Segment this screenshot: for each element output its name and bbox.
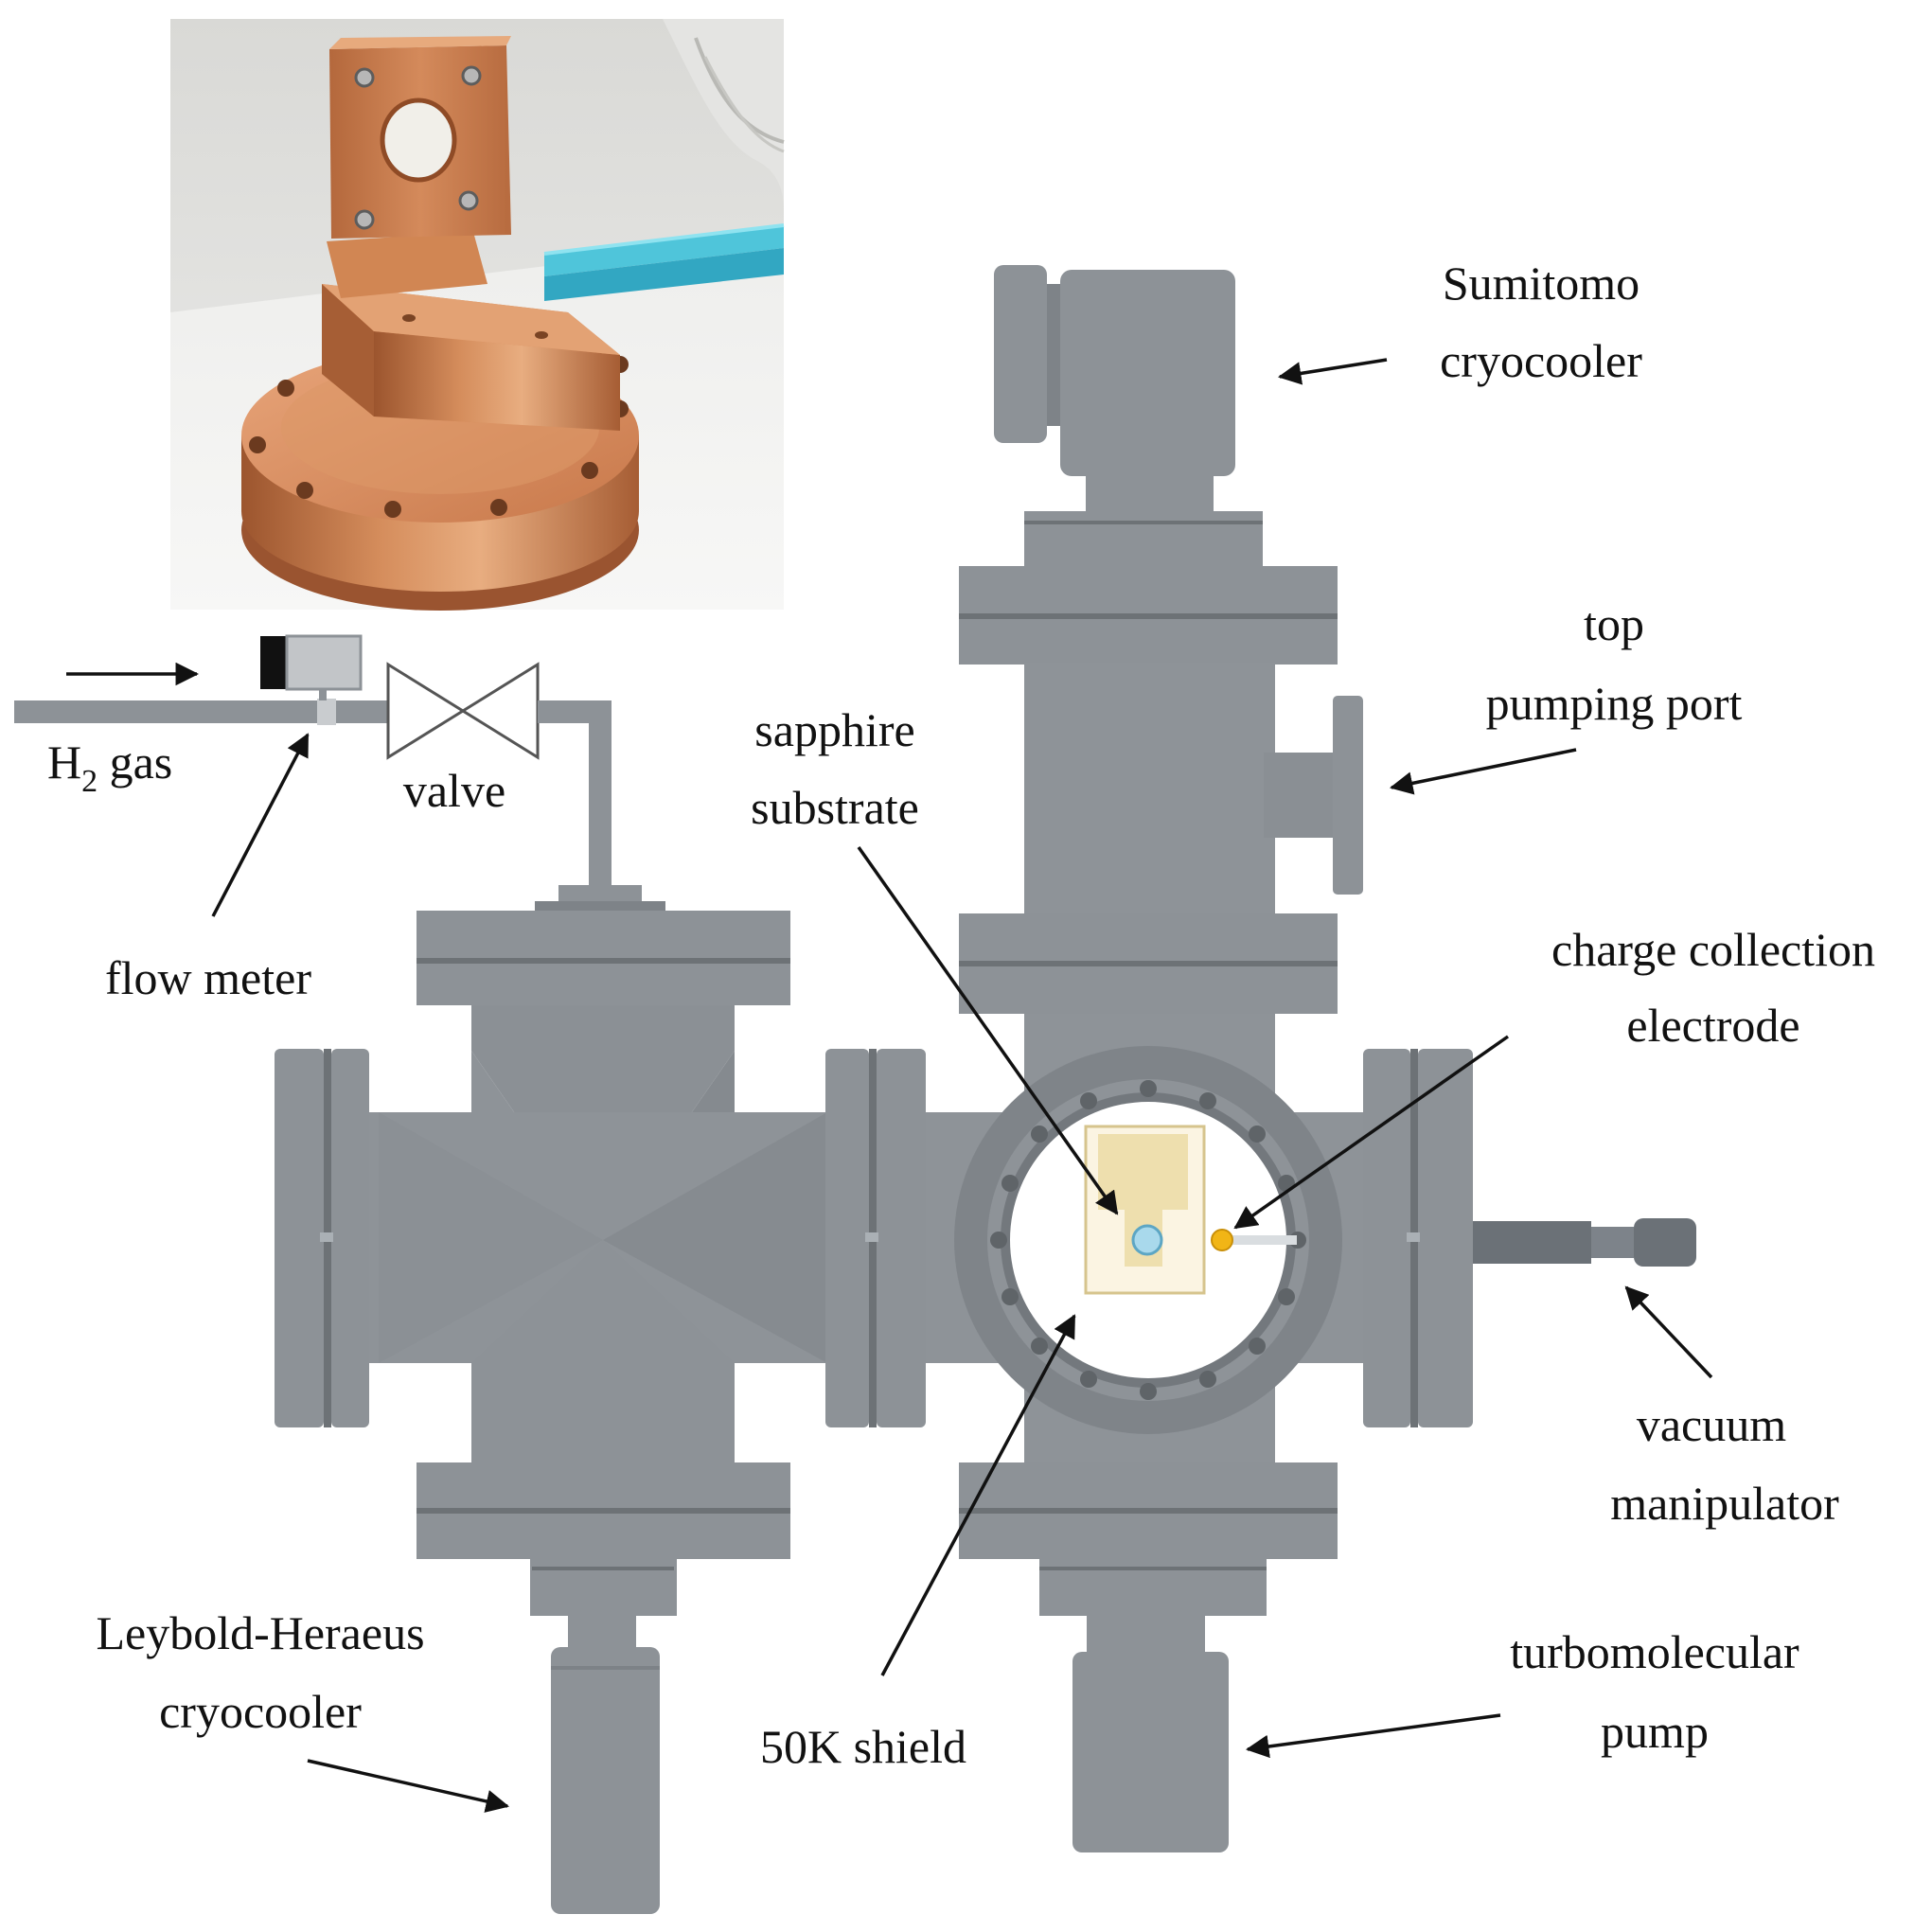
labels: Sumitomo cryocooler top pumping port sap… — [47, 257, 1875, 1773]
left-bottom-flange — [417, 1462, 790, 1559]
arrow-top-port — [1389, 748, 1577, 795]
valve — [386, 662, 540, 760]
shield-label: 50K shield — [760, 1720, 966, 1773]
vacuum-manipulator — [1473, 1218, 1696, 1267]
sapphire-label-line1: sapphire — [754, 703, 914, 756]
sapphire-label-line2: substrate — [751, 781, 919, 834]
top-port-label-line1: top — [1584, 597, 1644, 650]
sapphire-substrate — [1131, 1224, 1163, 1256]
flow-meter-label: flow meter — [105, 951, 311, 1004]
leybold-label-line2: cryocooler — [159, 1685, 362, 1738]
charge-label-line2: electrode — [1626, 999, 1799, 1052]
arrow-turbo — [1245, 1713, 1501, 1759]
left-side-flange — [275, 1049, 369, 1427]
charge-collection-electrode — [1211, 1229, 1297, 1251]
turbo-label-line1: turbomolecular — [1510, 1625, 1799, 1678]
tower-bottom-flange — [959, 1462, 1338, 1559]
sample-holder — [1084, 1125, 1206, 1295]
turbomolecular-pump-body — [1072, 1652, 1229, 1852]
center-side-flange — [825, 1049, 926, 1427]
left-top-flange — [417, 911, 790, 1005]
leybold-cryocooler-body — [551, 1647, 660, 1914]
arrow-vacuum-manipulator — [1624, 1285, 1713, 1379]
gas-inlet-line — [14, 634, 612, 895]
arrow-sumitomo — [1277, 358, 1388, 385]
top-port-label-line2: pumping port — [1486, 677, 1743, 730]
right-tower-chamber — [926, 265, 1696, 1852]
vacuum-label-line2: manipulator — [1610, 1477, 1839, 1530]
h2-gas-label: H2 gas — [47, 736, 172, 799]
blue-ruler — [543, 223, 785, 301]
turbo-label-line2: pump — [1601, 1705, 1709, 1758]
charge-label-line1: charge collection — [1551, 923, 1875, 976]
copper-bracket — [322, 36, 620, 431]
arrow-flow-meter — [211, 733, 310, 917]
sumitomo-label-line1: Sumitomo — [1443, 257, 1640, 310]
right-side-flange — [1363, 1049, 1473, 1427]
leybold-label-line1: Leybold-Heraeus — [96, 1606, 424, 1659]
sumitomo-label-line2: cryocooler — [1440, 334, 1642, 387]
valve-label: valve — [403, 764, 505, 817]
vacuum-label-line1: vacuum — [1637, 1398, 1786, 1451]
arrow-shield — [880, 1314, 1076, 1676]
sumitomo-cryocooler-body — [994, 265, 1235, 516]
flow-meter — [260, 634, 363, 700]
arrow-leybold — [307, 1759, 509, 1813]
tower-mid-flange — [959, 913, 1338, 1014]
copper-mount-photo — [170, 19, 785, 611]
arrows — [66, 358, 1713, 1813]
tower-top-flange — [959, 566, 1338, 665]
arrow-charge-electrode — [1233, 1035, 1510, 1230]
arrow-sapphire — [857, 845, 1119, 1215]
top-pumping-port — [1264, 696, 1363, 895]
